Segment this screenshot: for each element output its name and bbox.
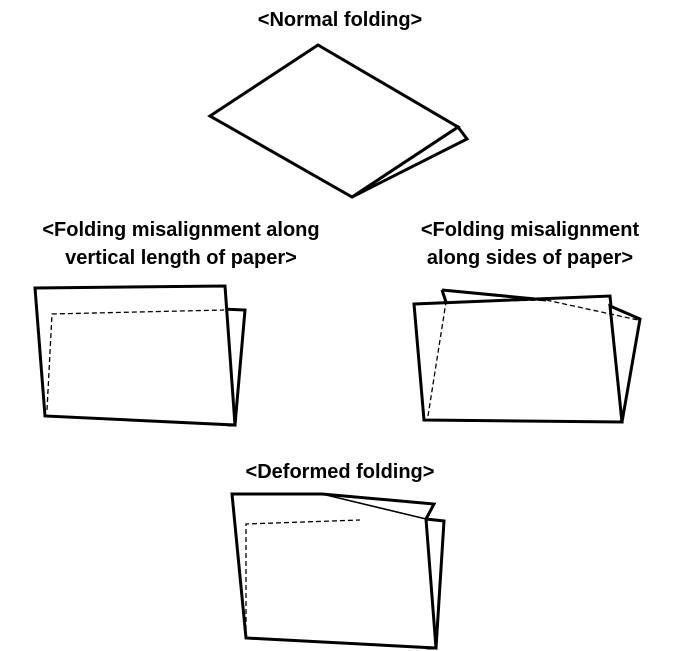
sides-flap-side [440,289,448,303]
vertical-front-sheet [33,284,237,427]
deformed-crease [321,493,427,520]
vertical-misalignment-label: <Folding misalignment along vertical len… [0,216,362,272]
normal-folding-label: <Normal folding> [0,6,680,34]
sides-front-sheet [412,294,624,424]
vertical-misalignment-label-line2: vertical length of paper> [65,247,297,269]
vertical-misalignment-illustration [33,284,247,427]
deformed-folding-label: <Deformed folding> [0,458,680,486]
sides-misalignment-label-line2: along sides of paper> [426,247,634,269]
sides-misalignment-label-line1: <Folding misalignment [420,219,640,241]
deformed-front-sheet [230,492,438,650]
normal-folding-illustration [207,43,470,199]
sides-back-sheet [608,303,642,423]
deformed-folding-illustration [230,492,446,650]
vertical-hidden-edge [46,309,225,411]
normal-folding-label-text: <Normal folding> [257,9,423,31]
normal-front-sheet [207,43,461,199]
sides-misalignment-illustration [412,288,642,424]
sides-hidden-edges [427,299,639,417]
sides-top-flap [441,288,547,302]
sides-misalignment-label: <Folding misalignment along sides of pap… [384,216,676,272]
vertical-misalignment-label-line1: <Folding misalignment along [42,219,320,241]
deformed-folding-label-text: <Deformed folding> [245,461,435,483]
deformed-hidden-edge [245,519,361,630]
